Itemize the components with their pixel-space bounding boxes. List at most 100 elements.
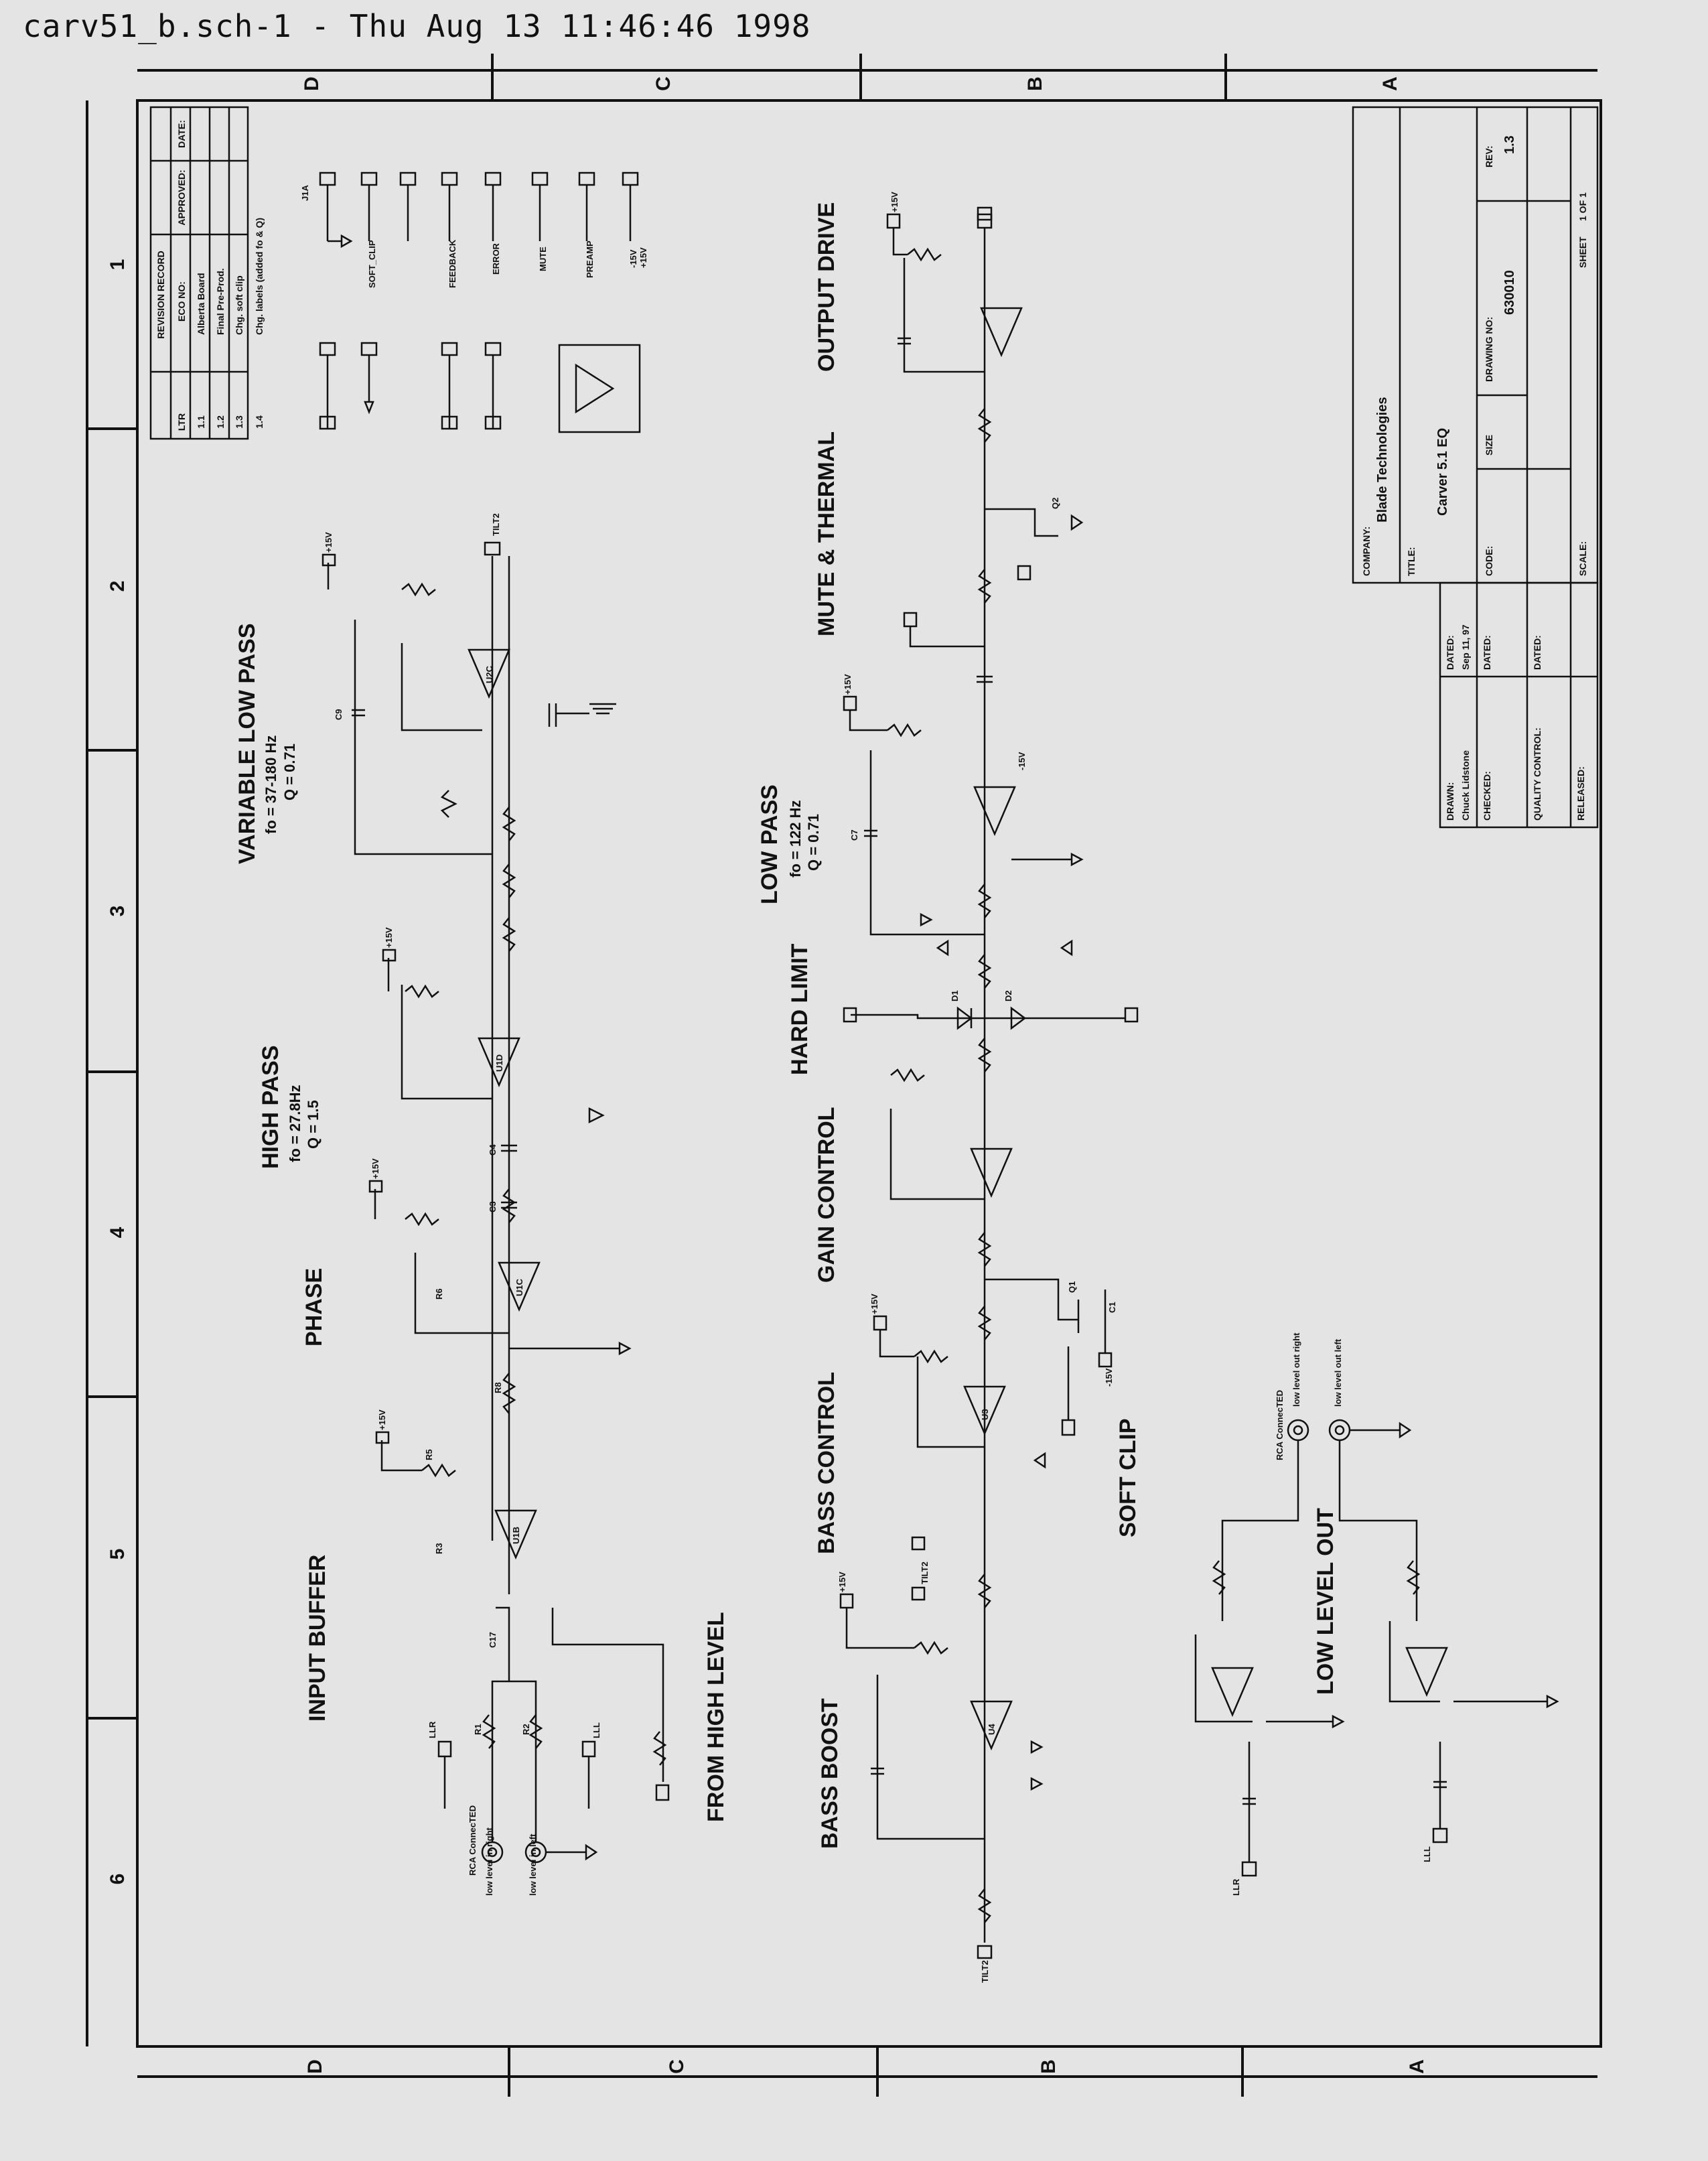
opamp-u2c (468, 648, 510, 699)
part-q2: Q2 (1050, 498, 1060, 509)
revision-row-ltr: 1.3 (234, 415, 244, 429)
section-from-high-level: FROM HIGH LEVEL (703, 1612, 729, 1822)
jack-label-in-right: low level in right (484, 1827, 494, 1896)
connector-pin (441, 342, 458, 430)
opamp-u2c-out (1211, 1667, 1254, 1718)
section-high-pass-q: Q = 1.5 (305, 1100, 322, 1149)
part-u3: U3 (980, 1409, 990, 1420)
connector-net-soft-clip: SOFT_CLIP (367, 240, 377, 288)
title-drawing-no: 630010 (1502, 270, 1517, 315)
title-dated-label-2: DATED: (1482, 635, 1492, 670)
title-size-label: SIZE (1484, 435, 1494, 456)
part-u4: U4 (987, 1724, 997, 1735)
part-plus15-a: +15V (324, 532, 334, 553)
document-header: carv51_b.sch-1 - Thu Aug 13 11:46:46 199… (23, 8, 811, 44)
section-variable-low-pass: VARIABLE LOW PASS (234, 623, 260, 864)
zone-top-a: A (1379, 76, 1401, 91)
title-dated-label: DATED: (1445, 635, 1455, 670)
section-low-pass-q: Q = 0.71 (805, 814, 822, 871)
section-mute-thermal: MUTE & THERMAL (814, 431, 839, 636)
title-drawn-label: DRAWN: (1445, 782, 1455, 821)
part-r2: R2 (521, 1724, 531, 1735)
connector-net-feedback: FEEDBACK (447, 239, 457, 288)
connector-pin (360, 171, 378, 241)
title-code-label: CODE: (1484, 546, 1494, 576)
jack-label-rca-in: RCA ConnecTED (468, 1805, 478, 1876)
title-rev: 1.3 (1502, 135, 1517, 154)
zone-bottom-b: B (1038, 2059, 1060, 2074)
part-r6: R6 (434, 1288, 444, 1300)
part-c17: C17 (488, 1632, 498, 1648)
part-llr-output: LLR (1231, 1878, 1241, 1896)
part-d2: D2 (1003, 990, 1013, 1001)
part-tilt2-bottom: TILT2 (980, 1960, 990, 1983)
opamp-u3c (970, 1147, 1013, 1198)
part-u1b: U1B (511, 1527, 521, 1544)
connector-pin (578, 171, 595, 241)
connector-net-minus15: -15V (628, 249, 638, 268)
section-output-drive: OUTPUT DRIVE (814, 202, 839, 372)
opamp-spare (558, 344, 641, 433)
zone-left-1: 1 (106, 259, 129, 271)
low-level-out: RCA ConnecTED low level out right low le… (1194, 1332, 1559, 1896)
connector-block: J1A SOFT_CLIP FEEDBACK ERROR MUTE PREAMP… (300, 171, 648, 433)
connector-label-j1a: J1A (300, 185, 310, 201)
part-plus15-g: +15V (837, 1572, 847, 1592)
title-title: Carver 5.1 EQ (1435, 428, 1450, 516)
revision-row-ltr: 1.1 (196, 415, 206, 429)
zone-labels-top: D C B A (301, 76, 1401, 91)
part-r3: R3 (434, 1543, 444, 1554)
part-llr-input: LLR (427, 1721, 437, 1738)
part-u2c: U2C (484, 665, 494, 683)
part-plus15-h: +15V (889, 192, 900, 212)
part-labels: R1 R2 R3 R5 R6 R8 U1B U1C U1D U2C C3 C4 … (324, 192, 1117, 1983)
section-soft-clip: SOFT CLIP (1115, 1418, 1141, 1537)
connector-net-mute: MUTE (538, 247, 548, 271)
title-sheet: 1 OF 1 (1577, 192, 1588, 221)
title-rev-label: REV: (1484, 145, 1494, 167)
part-tilt2-center: TILT2 (920, 1561, 930, 1584)
connector-net-plus15: +15V (638, 247, 648, 268)
section-phase: PHASE (301, 1268, 327, 1346)
opamp-u1b (494, 1509, 537, 1560)
part-c9: C9 (334, 709, 344, 720)
connector-pin (399, 171, 417, 241)
part-lll-output: LLL (1422, 1846, 1432, 1862)
diode-d1 (956, 1006, 973, 1030)
section-low-pass: LOW PASS (757, 784, 782, 904)
zone-labels-left: 1 2 3 4 5 6 (106, 259, 129, 1885)
jack-label-out-right: low level out right (1291, 1332, 1301, 1407)
input-jacks: RCA ConnecTED low level in right low lev… (427, 1606, 670, 1896)
opamp-u4 (970, 1700, 1013, 1751)
revision-table: REVISION RECORD LTR ECO NO: APPROVED: DA… (149, 106, 265, 440)
section-high-pass-fo: fo = 27.8Hz (287, 1085, 303, 1162)
zone-left-5: 5 (106, 1549, 129, 1560)
revision-row-desc: Final Pre-Prod. (215, 268, 226, 335)
zone-left-3: 3 (106, 906, 129, 917)
connector-net-preamp: PREAMP (585, 240, 595, 278)
title-dated-label-3: DATED: (1532, 635, 1543, 670)
part-u1d: U1D (494, 1054, 504, 1072)
title-released-label: RELEASED: (1575, 766, 1586, 821)
jack-label-in-left: low level in left (528, 1833, 538, 1896)
connector-pin (484, 171, 502, 241)
center-signal-chain (839, 206, 1139, 1959)
revision-row-desc: Chg. soft clip (234, 275, 244, 335)
connector-pin (531, 171, 549, 241)
left-signal-chain (322, 541, 632, 1594)
section-input-buffer: INPUT BUFFER (305, 1555, 330, 1722)
zone-bottom-d: D (304, 2059, 326, 2074)
title-checked-label: CHECKED: (1482, 771, 1492, 821)
zone-left-2: 2 (106, 581, 129, 592)
part-plus15-d: +15V (377, 1409, 387, 1430)
section-gain-control: GAIN CONTROL (814, 1107, 839, 1283)
title-sheet-label: SHEET (1577, 236, 1588, 268)
section-low-pass-fo: fo = 122 Hz (787, 800, 804, 878)
part-r1: R1 (473, 1724, 483, 1735)
revision-row-desc: Chg. labels (added fo & Q) (254, 218, 265, 335)
part-u1c: U1C (514, 1278, 524, 1296)
section-high-pass: HIGH PASS (258, 1045, 283, 1169)
revision-col-eco: ECO NO: (176, 281, 187, 322)
revision-row-desc: Alberta Board (196, 273, 206, 335)
